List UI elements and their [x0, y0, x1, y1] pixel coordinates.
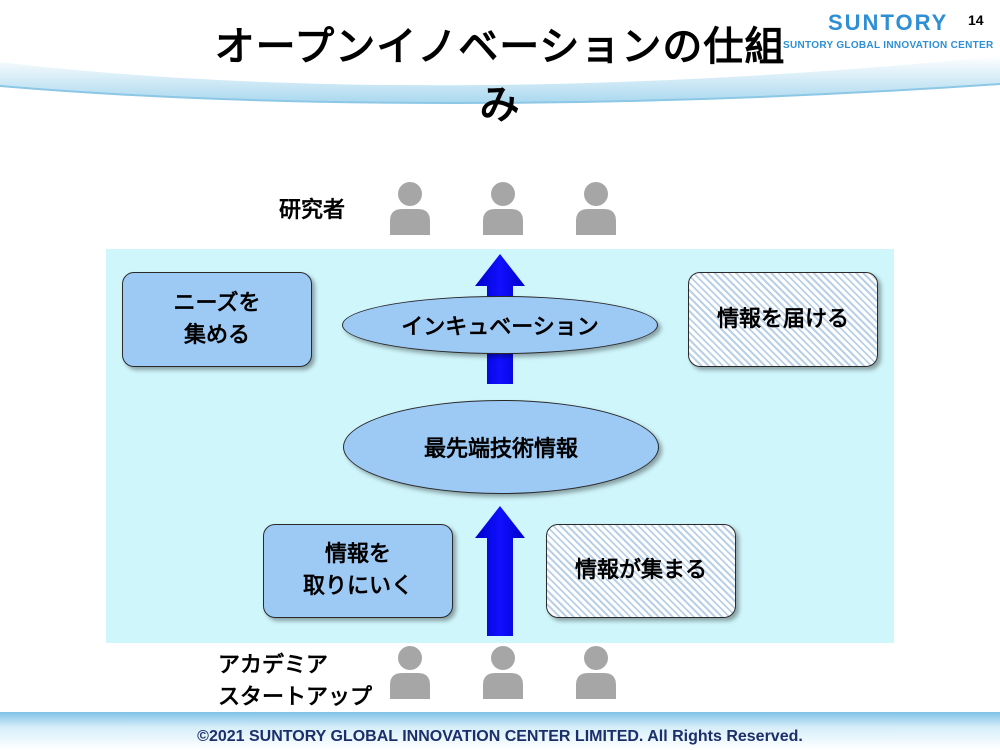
person-icon [483, 646, 523, 699]
page-number: 14 [968, 12, 984, 28]
person-icon [390, 646, 430, 699]
incubation-ellipse: インキュベーション [342, 296, 658, 354]
academia-label: アカデミアスタートアップ [218, 650, 372, 714]
get-info-box: 情報を取りにいく [263, 524, 453, 618]
deliver-info-box: 情報を届ける [688, 272, 878, 367]
footer-band [0, 712, 1000, 750]
header-wave-decoration [0, 56, 1000, 104]
academia-line2: スタートアップ [218, 685, 373, 710]
person-icon [390, 182, 430, 235]
cutting-edge-tech-ellipse: 最先端技術情報 [343, 400, 659, 494]
info-gathers-label: 情報が集まる [574, 558, 707, 583]
academia-line1: アカデミア [218, 653, 329, 678]
incubation-label: インキュベーション [401, 315, 599, 340]
collect-needs-box: ニーズを集める [122, 272, 312, 367]
page-title: オープンイノベーションの仕組み [214, 24, 786, 128]
cutting-edge-tech-label: 最先端技術情報 [423, 437, 578, 462]
brand-logo: SUNTORY [828, 10, 949, 35]
collect-needs-line1: ニーズを [173, 290, 261, 316]
person-icon [483, 182, 523, 235]
get-info-line1: 情報を [324, 542, 391, 567]
arrow-up-icon [475, 506, 525, 636]
info-gathers-box: 情報が集まる [546, 524, 736, 618]
copyright-footer: ©2021 SUNTORY GLOBAL INNOVATION CENTER L… [197, 728, 803, 745]
person-icon [576, 182, 616, 235]
deliver-info-label: 情報を届ける [716, 306, 849, 332]
brand-logo-subtitle: SUNTORY GLOBAL INNOVATION CENTER [783, 40, 994, 51]
get-info-line2: 取りにいく [302, 574, 413, 599]
person-icon [576, 646, 616, 699]
collect-needs-line2: 集める [183, 322, 250, 348]
researcher-label: 研究者 [279, 198, 346, 223]
